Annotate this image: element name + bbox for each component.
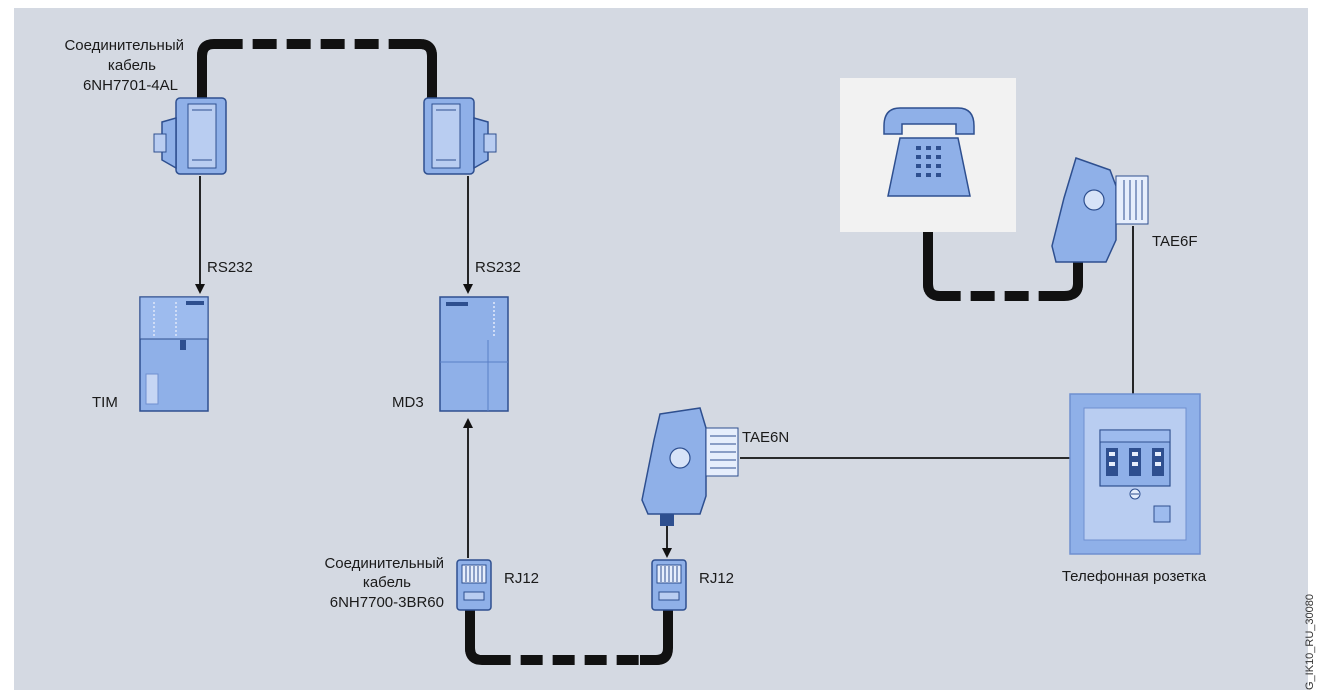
tim-label: TIM: [92, 394, 118, 411]
rj12-plug-left-icon: [456, 559, 492, 611]
telephone-icon: [883, 107, 975, 197]
md3-modem-icon: [439, 296, 509, 412]
figure-code-area: G_IK10_RU_30080: [1302, 560, 1322, 690]
cable2-label-line3: 6NH7700-3BR60: [330, 594, 444, 611]
tae6n-plug-icon: [641, 407, 739, 526]
rs232-label-left: RS232: [207, 259, 253, 276]
telephone-box: [840, 78, 1016, 232]
figure-code: G_IK10_RU_30080: [1304, 593, 1316, 690]
tae6f-label: TAE6F: [1152, 233, 1198, 250]
cable2-label-line1: Соединительный: [324, 555, 444, 572]
cable2-label-line2: кабель: [363, 574, 411, 591]
md3-label: MD3: [392, 394, 424, 411]
tae6f-plug-icon: [1051, 157, 1149, 263]
rs232-label-right: RS232: [475, 259, 521, 276]
cable1-label-line1: Соединительный: [64, 37, 184, 54]
phone-cable: [923, 232, 1083, 301]
tae6n-label: TAE6N: [742, 429, 789, 446]
cable1-label-line2: кабель: [108, 57, 156, 74]
tim-module-icon: [139, 296, 209, 412]
serial-cable: [197, 39, 437, 100]
cable1-label-line3: 6NH7701-4AL: [83, 77, 178, 94]
socket-label: Телефонная розетка: [1062, 568, 1207, 585]
rj12-label-left: RJ12: [504, 570, 539, 587]
telephone-socket-icon: [1069, 393, 1201, 555]
dsub-connector-right-icon: [423, 97, 497, 175]
rj12-label-right: RJ12: [699, 570, 734, 587]
rj12-plug-right-icon: [651, 559, 687, 611]
rj12-cable: [465, 610, 673, 665]
dsub-connector-left-icon: [153, 97, 227, 175]
